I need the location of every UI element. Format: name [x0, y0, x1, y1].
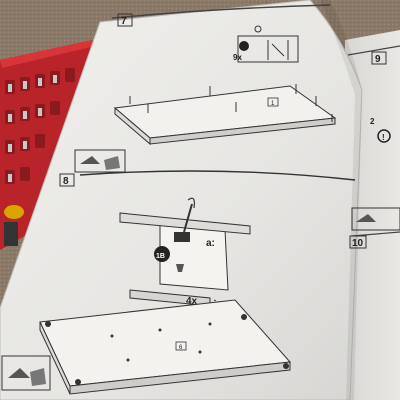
step-7-board: 1 [113, 84, 337, 146]
rotation-arrow-icon [187, 197, 195, 209]
step-8-panel: 8 1B a: 4x [1, 173, 292, 395]
step-10-number: 10 [352, 238, 364, 249]
step-7-hardware-inset: 9x [233, 25, 299, 63]
warning-icon [377, 129, 391, 143]
step-8-part-ref: 1B [156, 253, 165, 260]
step-9-number-box [371, 51, 387, 65]
page-fold-shadow [320, 0, 362, 400]
svg-text:!: ! [382, 133, 385, 142]
step-7-number: 7 [121, 16, 127, 27]
step-7-hardware-count: 9x [233, 53, 242, 62]
step-7-caution-icon [74, 149, 126, 173]
step-8-callout: a: [206, 238, 215, 249]
step-8-caution-icon [1, 355, 51, 391]
step-8-quantity: 4x [186, 296, 198, 307]
step-8-number-box [59, 173, 75, 187]
step-8-part-label: 6 [179, 345, 183, 351]
step-7-part-label: 1 [271, 101, 275, 107]
step-10-number-box [349, 235, 367, 249]
right-page-content: 9 2 ! 10 [347, 45, 400, 249]
step-9-note: 2 [370, 117, 375, 126]
step-7-panel: 7 9x 1 [74, 4, 356, 181]
step-9-number: 9 [375, 54, 381, 65]
part-1b-badge [154, 246, 170, 262]
step-7-number-box [117, 13, 133, 27]
step-8-number: 8 [63, 176, 69, 187]
step-8-board: 6 [39, 299, 292, 395]
